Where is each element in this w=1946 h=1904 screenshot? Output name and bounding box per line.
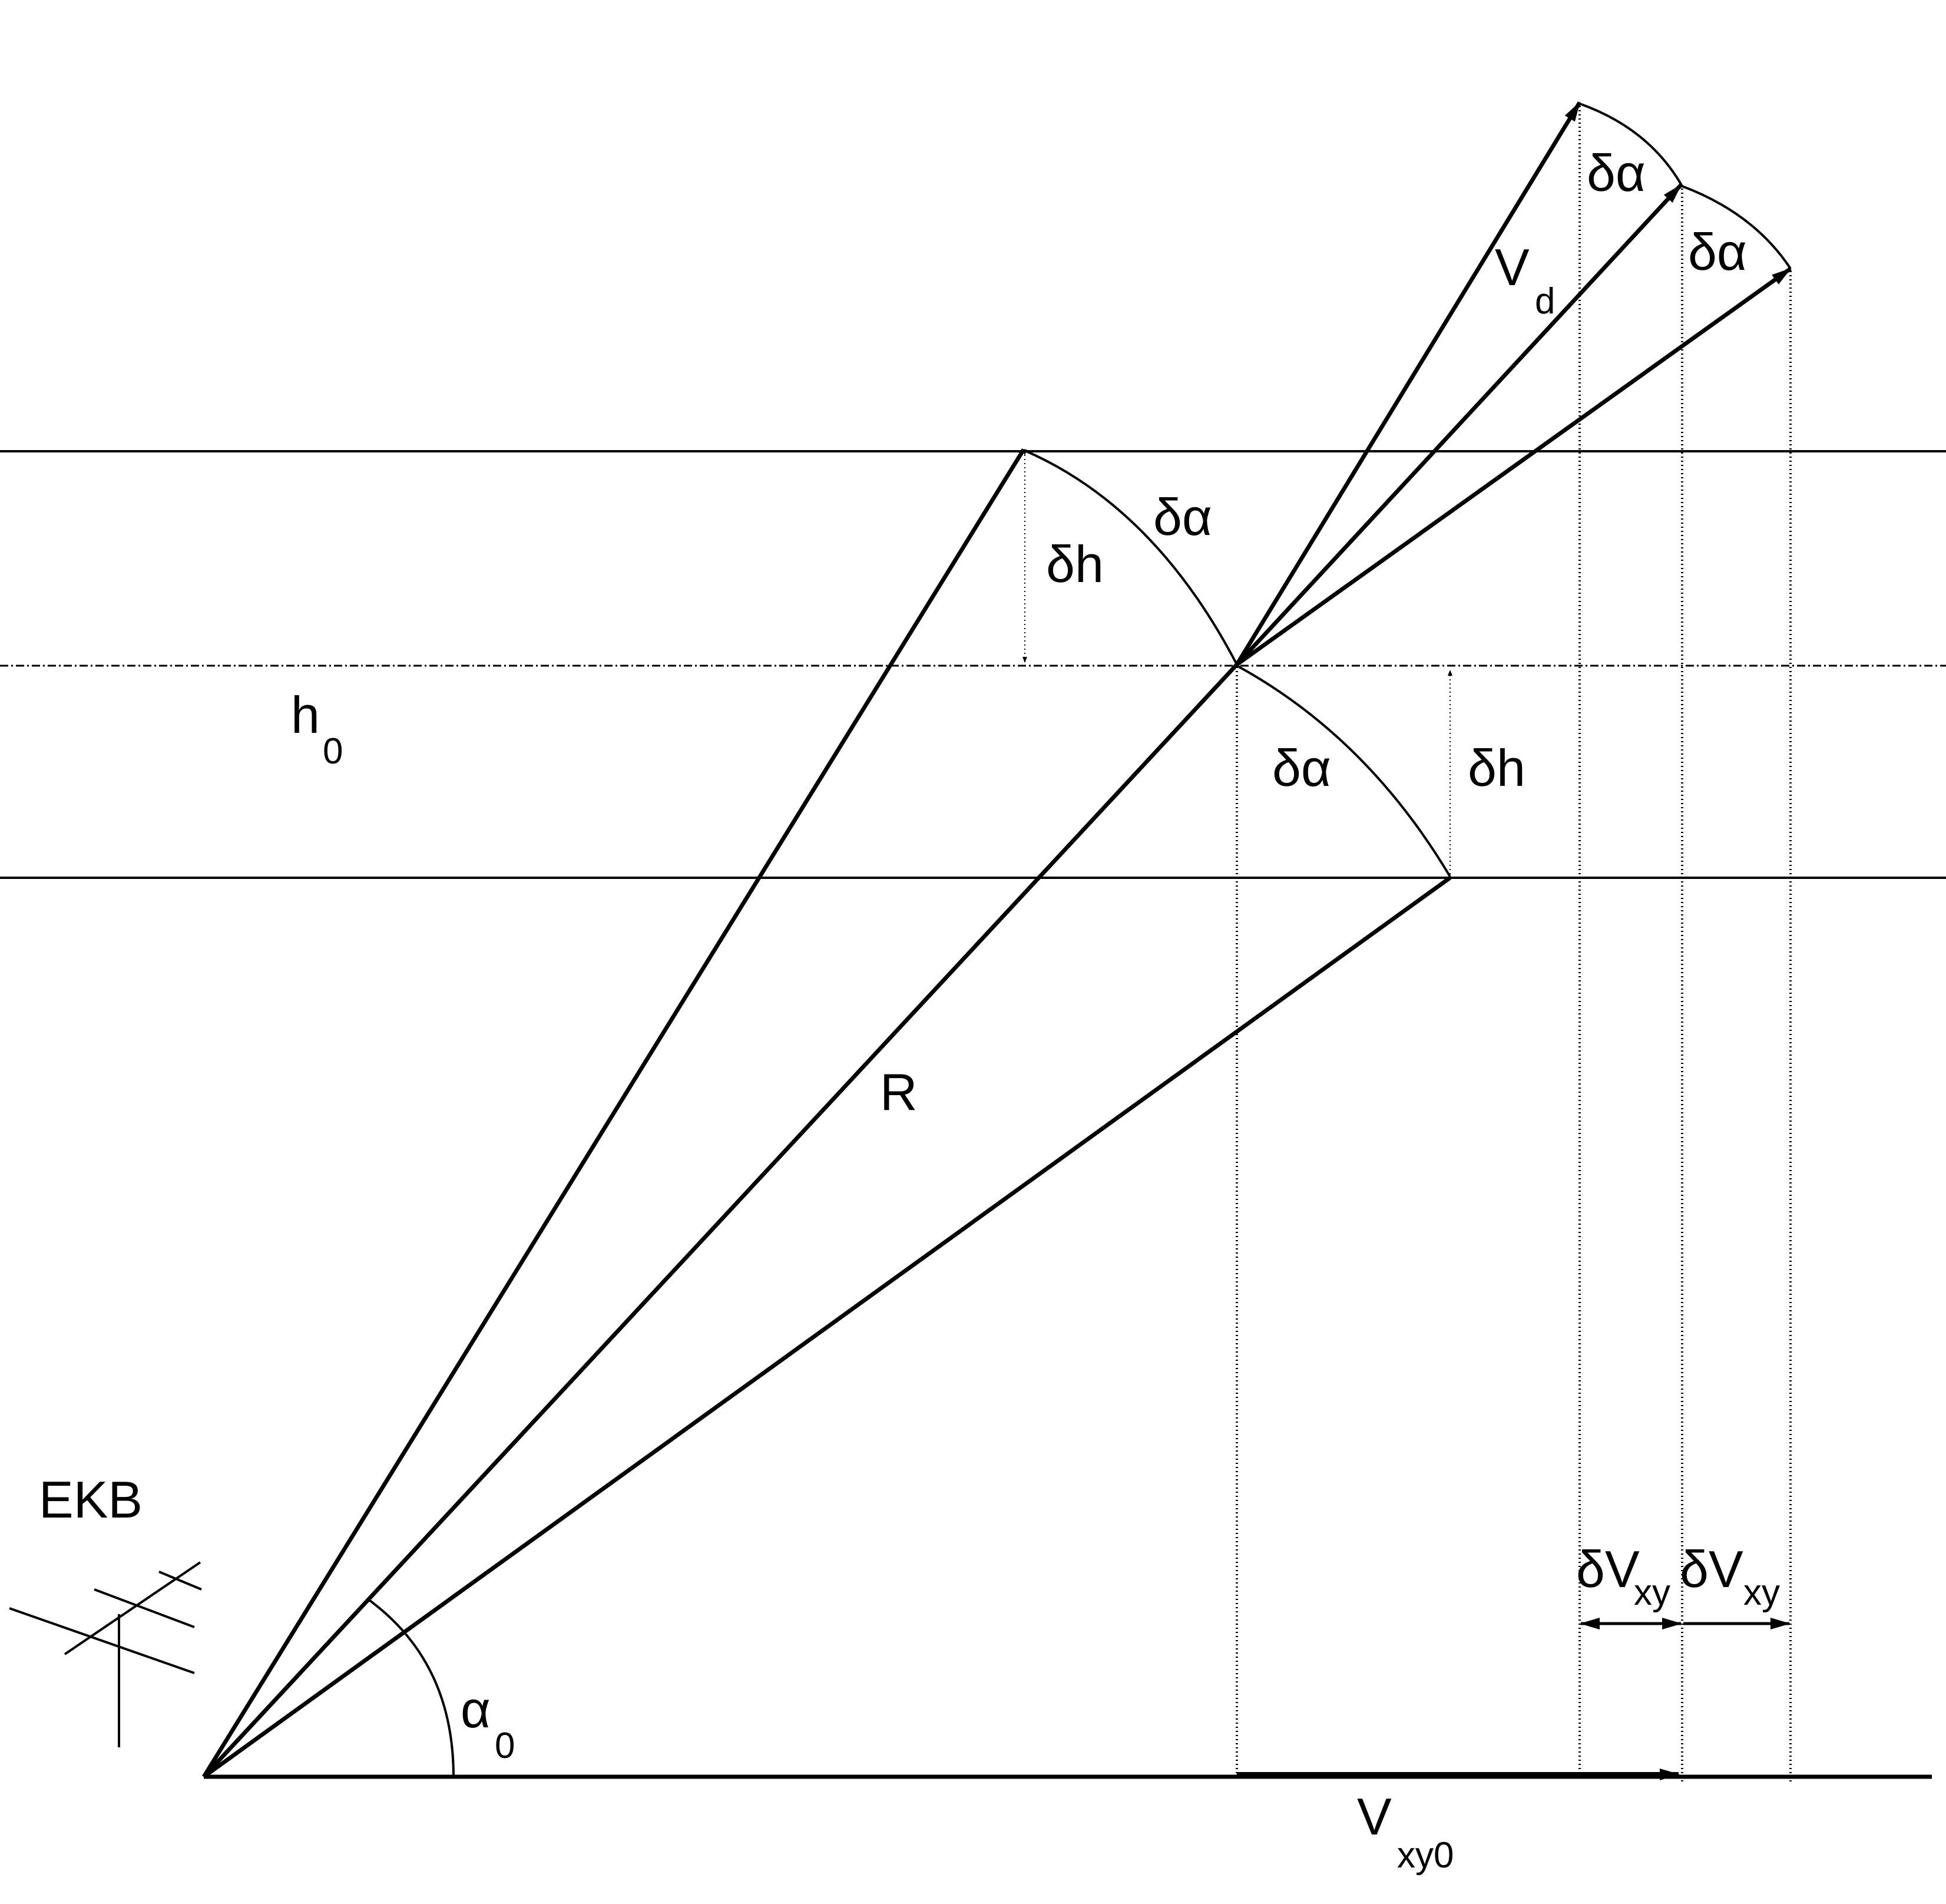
delta-alpha-label-upper: δα — [1153, 488, 1212, 546]
h0-subscript: 0 — [323, 731, 343, 772]
delta-alpha-arc-upper — [1023, 449, 1238, 665]
delta-vxy-subscript-1: xy — [1634, 1572, 1670, 1613]
h0-label: h — [291, 686, 320, 744]
alpha0-label: α — [461, 1680, 491, 1738]
delta-alpha-label-v2: δα — [1688, 223, 1747, 281]
velocity-vector-1 — [1235, 101, 1581, 666]
vxy0-subscript: xy0 — [1397, 1835, 1454, 1876]
station-label: EKB — [39, 1470, 143, 1529]
velocity-vector-2 — [1235, 183, 1683, 666]
delta-vxy-label-1: δV — [1576, 1540, 1640, 1598]
velocity-vector-3 — [1235, 267, 1792, 666]
delta-h-label-upper: δh — [1046, 535, 1104, 593]
range-vector-upper — [202, 448, 1025, 1778]
vxy0-label: V — [1357, 1787, 1392, 1846]
range-vector-R — [202, 663, 1239, 1779]
velocity-arc-1 — [1579, 103, 1683, 187]
alpha0-subscript: 0 — [495, 1726, 515, 1766]
range-vector-lower — [202, 876, 1452, 1779]
velocity-arc-2 — [1682, 185, 1792, 270]
range-label: R — [880, 1063, 918, 1121]
delta-vxy-label-2: δV — [1680, 1540, 1743, 1598]
delta-alpha-arc-lower — [1236, 665, 1451, 878]
alpha0-arc — [366, 1598, 455, 1777]
delta-alpha-label-v1: δα — [1587, 144, 1646, 202]
delta-vxy-subscript-2: xy — [1743, 1572, 1780, 1613]
vd-label: V — [1495, 238, 1530, 296]
delta-h-label-lower: δh — [1468, 739, 1525, 797]
antenna-icon — [9, 1561, 202, 1747]
vd-subscript: d — [1535, 281, 1555, 322]
delta-alpha-label-lower: δα — [1272, 739, 1331, 797]
